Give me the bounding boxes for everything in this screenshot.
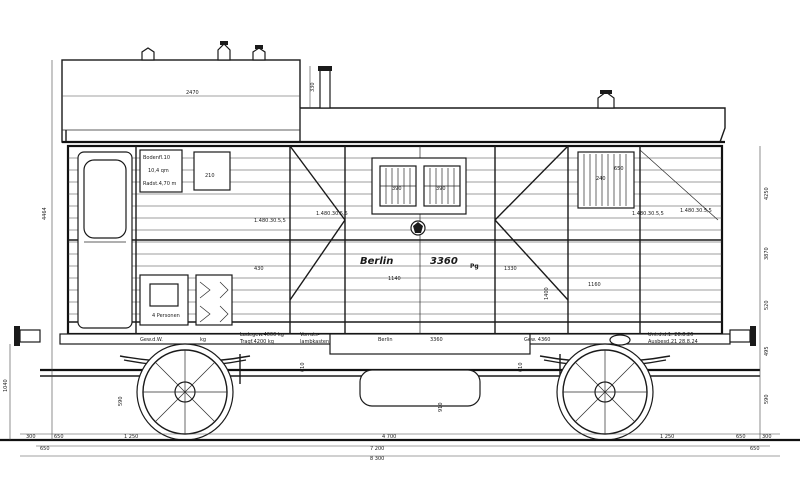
dim-total-2: 8 300 [370,456,384,462]
label-under-num: Gew. 4360 [524,337,550,343]
label-lat3: 1.480.30.5,5 [632,211,664,217]
frame-number: 3360 [430,337,443,343]
label-frame-w: 1140 [388,276,401,282]
dim-total-height: 4464 [42,207,48,220]
wheel-right [556,343,654,441]
win1-width: 390 [392,186,402,192]
dimension-lines: 2470 330 4464 1040 4250 3870 520 495 590… [3,60,780,462]
info-box-mid: 10,4 qm [148,168,169,174]
dim-right-h1: 4250 [764,187,770,200]
label-lat2: 1.480.30.5,5 [316,211,348,217]
dim-base-5: 1 250 [660,434,674,440]
roof-vents [141,41,615,109]
info-box2-label: 210 [205,173,215,179]
label-coupe-unit: kg [200,337,206,343]
label-rev-2: Ausbesd.21 28.8.24 [648,339,698,345]
emblem-icon [410,220,426,236]
dim-right-h3: 520 [764,300,770,310]
info-box-bot: Radst.4,70 m [143,181,176,187]
dim-vent-height: 330 [310,82,316,92]
dim-base-7: 300 [762,434,772,440]
dim-right-h5: 590 [764,394,770,404]
dim-roof-length: 2470 [186,90,199,96]
end-door [77,151,133,329]
dim-right-h2: 3870 [764,247,770,260]
lower-cabinet: 4 Personen [139,274,233,326]
info-box-top: Bodenfl.10 [143,155,170,161]
dim-base-2: 650 [54,434,64,440]
roof [61,59,726,147]
label-vorrat-1: Vorrats- [300,332,320,338]
dim-door-width: 1400 [544,287,550,300]
label-load-1: Ladegew.4000 kg [240,332,284,338]
body-labels: 1.480.30.5,5 1.480.30.5,5 1.480.30.5,5 1… [254,208,712,288]
dim-base-3: 1 250 [124,434,138,440]
win2-width: 390 [436,186,446,192]
dim-base-1: 300 [26,434,36,440]
dim-left-height: 1040 [3,379,9,392]
city-lettering: Berlin [360,256,393,267]
label-body-rail: 1330 [504,266,517,272]
right-win-width: 240 [596,176,606,182]
wheel-left [136,343,234,441]
class-lettering: Pg [470,263,479,270]
dim-base-4: 4 700 [382,434,396,440]
frame-city: Berlin [378,337,393,343]
label-lat-mid: 430 [254,266,264,272]
dim-axle-left: 590 [118,396,124,406]
dim-sub-right: 650 [750,446,760,452]
right-window: 240 650 [577,151,635,209]
dim-step-1: 610 [300,362,306,372]
dim-sub-left: 650 [40,446,50,452]
label-lat1: 1.480.30.5,5 [254,218,286,224]
door-windows: 390 390 [371,157,467,215]
dim-base-6: 650 [736,434,746,440]
stove-label: 4 Personen [152,313,180,319]
label-coupe: Gew.d.W. [140,337,163,343]
label-lat4: 1.480.30.5,5 [680,208,712,214]
label-rh1: 1160 [588,282,601,288]
dim-step-2: 610 [518,362,524,372]
label-load-2: Tragf.4200 kg [239,339,274,345]
label-rev-1: Unt.d.d.1. 28.8.26 [648,332,693,338]
number-lettering: 3360 [430,256,458,267]
right-win-height: 650 [614,166,624,172]
label-vorrat-2: lambkasten [300,339,329,345]
wagon-lettering: Berlin 3360 Pg [360,256,479,270]
dim-axle-mid: 910 [438,402,444,412]
dim-total-1: 7 200 [370,446,384,452]
info-box: Bodenfl.10 10,4 qm Radst.4,70 m 210 [139,149,231,193]
dim-right-h4: 495 [764,346,770,356]
